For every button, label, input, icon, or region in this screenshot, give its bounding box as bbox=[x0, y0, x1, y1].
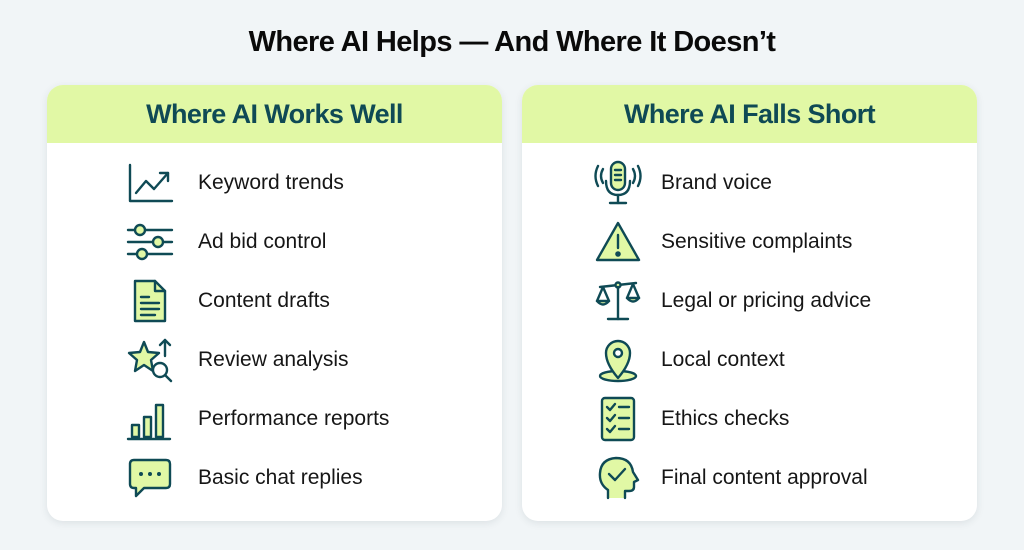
microphone-icon bbox=[594, 159, 642, 207]
sliders-icon bbox=[126, 218, 174, 266]
document-icon bbox=[126, 277, 174, 325]
list-item: Ethics checks bbox=[522, 389, 977, 448]
list-item: Local context bbox=[522, 330, 977, 389]
falls-short-card: Where AI Falls Short Brand voice bbox=[522, 85, 977, 521]
falls-short-heading: Where AI Falls Short bbox=[522, 85, 977, 143]
list-item: Sensitive complaints bbox=[522, 212, 977, 271]
list-item: Keyword trends bbox=[47, 153, 502, 212]
list-item: Final content approval bbox=[522, 448, 977, 507]
scales-icon bbox=[594, 277, 642, 325]
works-well-list: Keyword trends Ad bid control bbox=[47, 153, 502, 507]
works-well-card: Where AI Works Well Keyword trends bbox=[47, 85, 502, 521]
list-item: Performance reports bbox=[47, 389, 502, 448]
list-item: Content drafts bbox=[47, 271, 502, 330]
list-item: Ad bid control bbox=[47, 212, 502, 271]
page-title: Where AI Helps — And Where It Doesn’t bbox=[248, 26, 776, 58]
warning-icon bbox=[594, 218, 642, 266]
head-check-icon bbox=[594, 454, 642, 502]
list-item: Review analysis bbox=[47, 330, 502, 389]
checklist-icon bbox=[594, 395, 642, 443]
list-item: Brand voice bbox=[522, 153, 977, 212]
works-well-heading: Where AI Works Well bbox=[47, 85, 502, 143]
star-search-icon bbox=[126, 336, 174, 384]
map-pin-icon bbox=[594, 336, 642, 384]
bar-chart-icon bbox=[126, 395, 174, 443]
list-item: Legal or pricing advice bbox=[522, 271, 977, 330]
chat-bubble-icon bbox=[126, 454, 174, 502]
list-item: Basic chat replies bbox=[47, 448, 502, 507]
line-chart-trend-icon bbox=[126, 159, 174, 207]
falls-short-list: Brand voice Sensitive complaints bbox=[522, 153, 977, 507]
